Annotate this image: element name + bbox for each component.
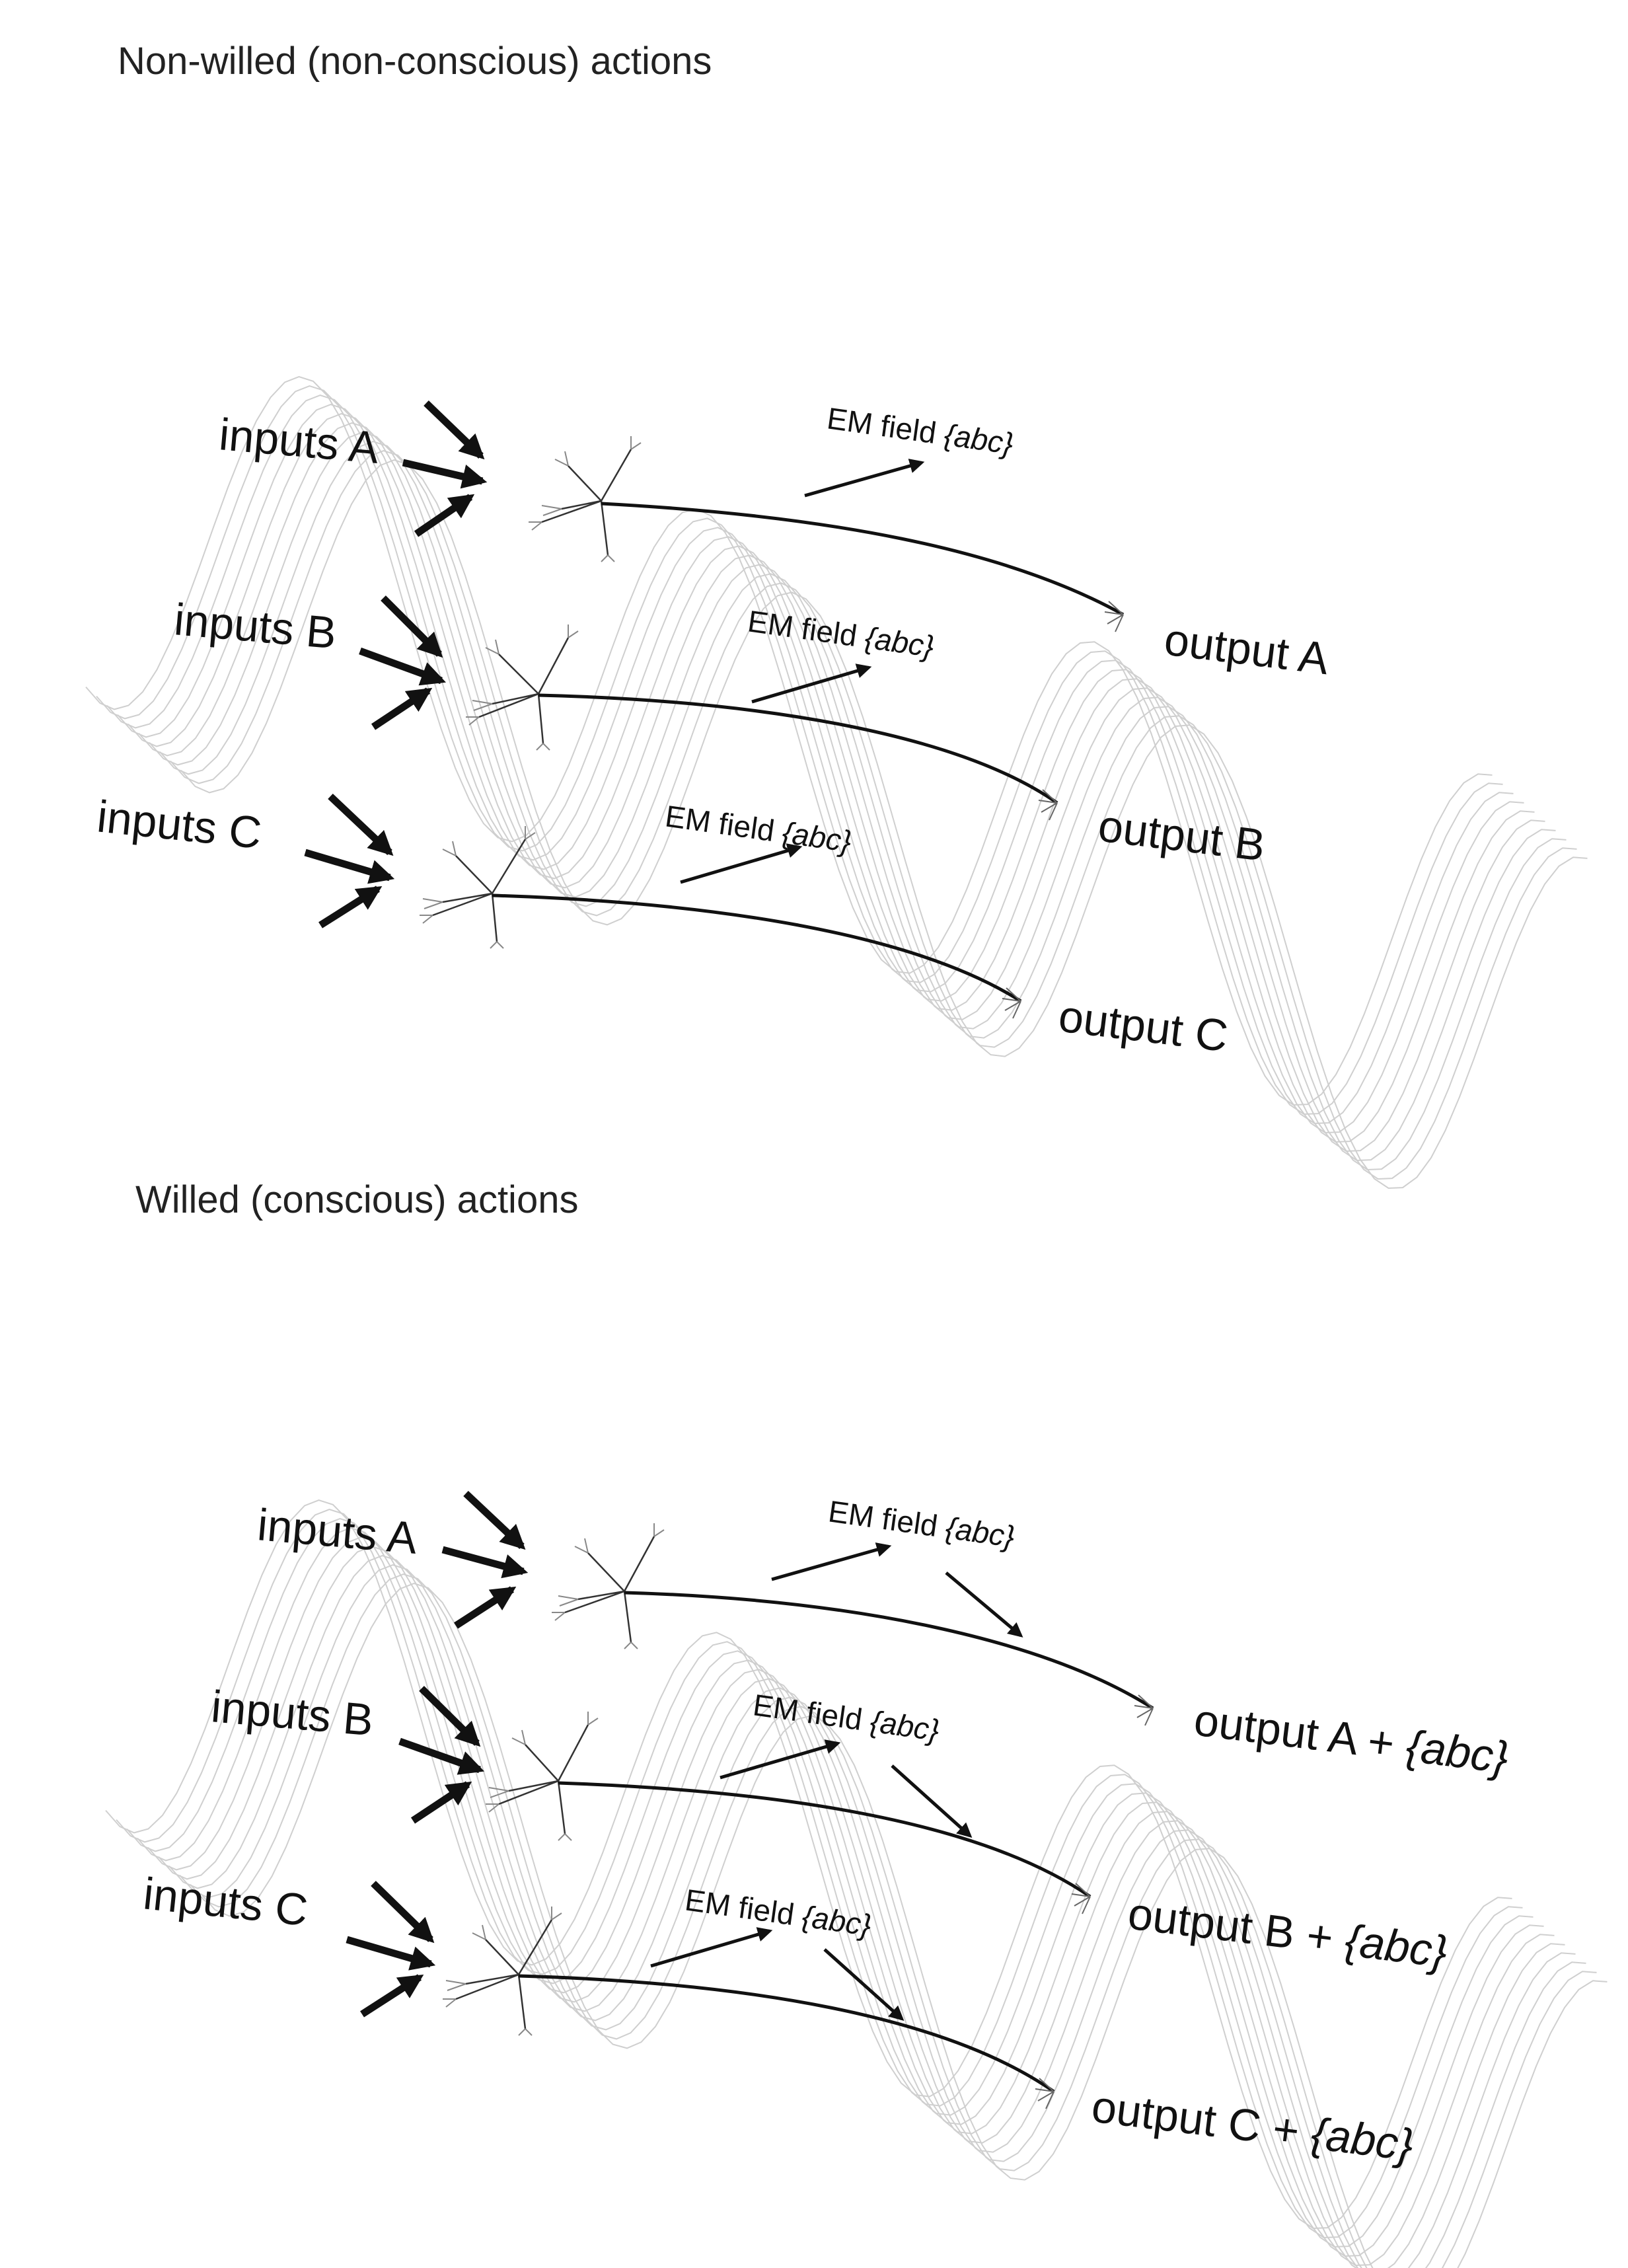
em-field-label: EM field (751, 1687, 873, 1737)
input-arrows-b (359, 595, 447, 730)
axon-c (492, 893, 1022, 1003)
em-arrow-out-b (720, 1739, 841, 1780)
em-arrow-in-c (823, 1948, 905, 2022)
em-wave-line (159, 441, 1567, 1171)
em-field-set: {abc} (868, 1704, 942, 1747)
svg-text:EM field {abc}: EM field {abc} (663, 798, 854, 858)
neuron-cell-c (420, 826, 536, 949)
input-label-a: inputs A (256, 1499, 420, 1564)
em-waves (85, 376, 1588, 1190)
em-field-set: {abc} (780, 815, 854, 858)
neuron-c: inputs C output C EM field {abc} (94, 791, 1230, 1061)
neuron-cell-b (466, 624, 579, 751)
em-wave-line (85, 376, 1493, 1106)
panel-title: Willed (conscious) actions (135, 1178, 578, 1221)
em-field-b: EM field {abc} (746, 603, 936, 704)
input-arrows-a (402, 400, 488, 537)
input-arrows-b (398, 1686, 485, 1824)
em-field-label: EM field (746, 603, 868, 654)
axon-a (624, 1591, 1154, 1710)
svg-text:EM field {abc}: EM field {abc} (825, 400, 1016, 461)
em-wave-line (116, 1509, 1523, 2239)
output-label-a: output A (1162, 614, 1332, 684)
em-wave-line (200, 1583, 1608, 2268)
input-arrows-a (441, 1490, 529, 1629)
em-waves (105, 1499, 1608, 2268)
em-arrow-out-a (804, 459, 925, 498)
axon-terminal-b (1071, 1883, 1091, 1914)
em-wave-line (190, 1573, 1597, 2268)
em-field-a: EM field {abc} (804, 400, 1016, 498)
em-wave-line (137, 1527, 1544, 2257)
neuron-a: inputs A output A EM field {abc} (217, 400, 1332, 684)
neuron-cell-c (443, 1907, 562, 2036)
em-arrow-out-b (751, 663, 872, 704)
input-label-c: inputs C (94, 791, 264, 858)
em-wave-line (158, 1546, 1565, 2268)
neuron-cell-a (552, 1523, 665, 1649)
em-wave-line (138, 422, 1545, 1153)
axon-a (601, 502, 1125, 617)
input-label-c: inputs C (141, 1868, 310, 1936)
em-wave-line (117, 404, 1524, 1134)
panel-title: Non-willed (non-conscious) actions (118, 40, 712, 83)
svg-text:EM field {abc}: EM field {abc} (683, 1882, 873, 1942)
em-wave-line (96, 385, 1503, 1115)
em-wave-line (106, 395, 1514, 1125)
em-field-set: {abc} (942, 417, 1016, 461)
neuron-cell-b (486, 1712, 599, 1841)
output-label-a: output A + {abc} (1191, 1694, 1511, 1783)
input-label-b: inputs B (209, 1681, 375, 1745)
axon-b (558, 1781, 1092, 1899)
axon-c (518, 1974, 1055, 2094)
axon-terminal-b (1038, 789, 1058, 821)
em-wave-line (170, 450, 1577, 1180)
em-wave-line (126, 1518, 1534, 2248)
em-field-label: EM field (827, 1493, 948, 1544)
output-label-c: output C + {abc} (1089, 2081, 1416, 2170)
em-field-c: EM field {abc} (663, 798, 854, 884)
output-label-b: output B (1095, 800, 1268, 870)
axon-terminal-a (1104, 601, 1124, 632)
input-arrows-c (346, 1881, 436, 2018)
output-label-c: output C (1056, 991, 1230, 1061)
em-wave-line (128, 413, 1535, 1143)
axon-b (538, 693, 1058, 805)
em-field-label: EM field (825, 400, 947, 451)
em-arrow-in-b (891, 1764, 973, 1838)
neuron-cell-a (529, 436, 642, 562)
em-wave-line (105, 1499, 1512, 2230)
panel-willed: Willed (conscious) actions inputs A outp… (105, 1178, 1608, 2268)
em-field-b: EM field {abc} (720, 1687, 973, 1838)
em-wave-line (179, 1564, 1586, 2268)
axon-terminal-c (1002, 987, 1021, 1019)
panel-nonwilled: Non-willed (non-conscious) actions input… (85, 40, 1588, 1190)
em-arrow-out-c (650, 1927, 773, 1968)
em-wave-line (149, 432, 1556, 1162)
em-wave-line (147, 1536, 1555, 2267)
axon-terminal-c (1035, 2078, 1054, 2109)
input-label-b: inputs B (172, 594, 338, 658)
neuron-b: inputs B output B EM field {abc} (172, 594, 1268, 871)
svg-text:EM field {abc}: EM field {abc} (751, 1687, 942, 1747)
em-wave-line (180, 459, 1588, 1190)
em-field-a: EM field {abc} (771, 1493, 1023, 1638)
axon-terminal-a (1134, 1694, 1154, 1726)
em-wave-line (168, 1555, 1576, 2268)
svg-text:EM field {abc}: EM field {abc} (827, 1493, 1017, 1554)
output-label-b: output B + {abc} (1125, 1888, 1450, 1977)
em-arrow-in-a (945, 1571, 1023, 1638)
em-field-set: {abc} (944, 1510, 1017, 1554)
em-field-set: {abc} (863, 620, 936, 663)
input-arrows-c (304, 794, 395, 928)
em-arrow-out-a (771, 1542, 892, 1581)
em-arrow-out-c (680, 843, 803, 884)
em-field-label: EM field (663, 798, 785, 849)
neuron-a: inputs A output A + {abc} EM field {abc} (256, 1490, 1511, 1783)
